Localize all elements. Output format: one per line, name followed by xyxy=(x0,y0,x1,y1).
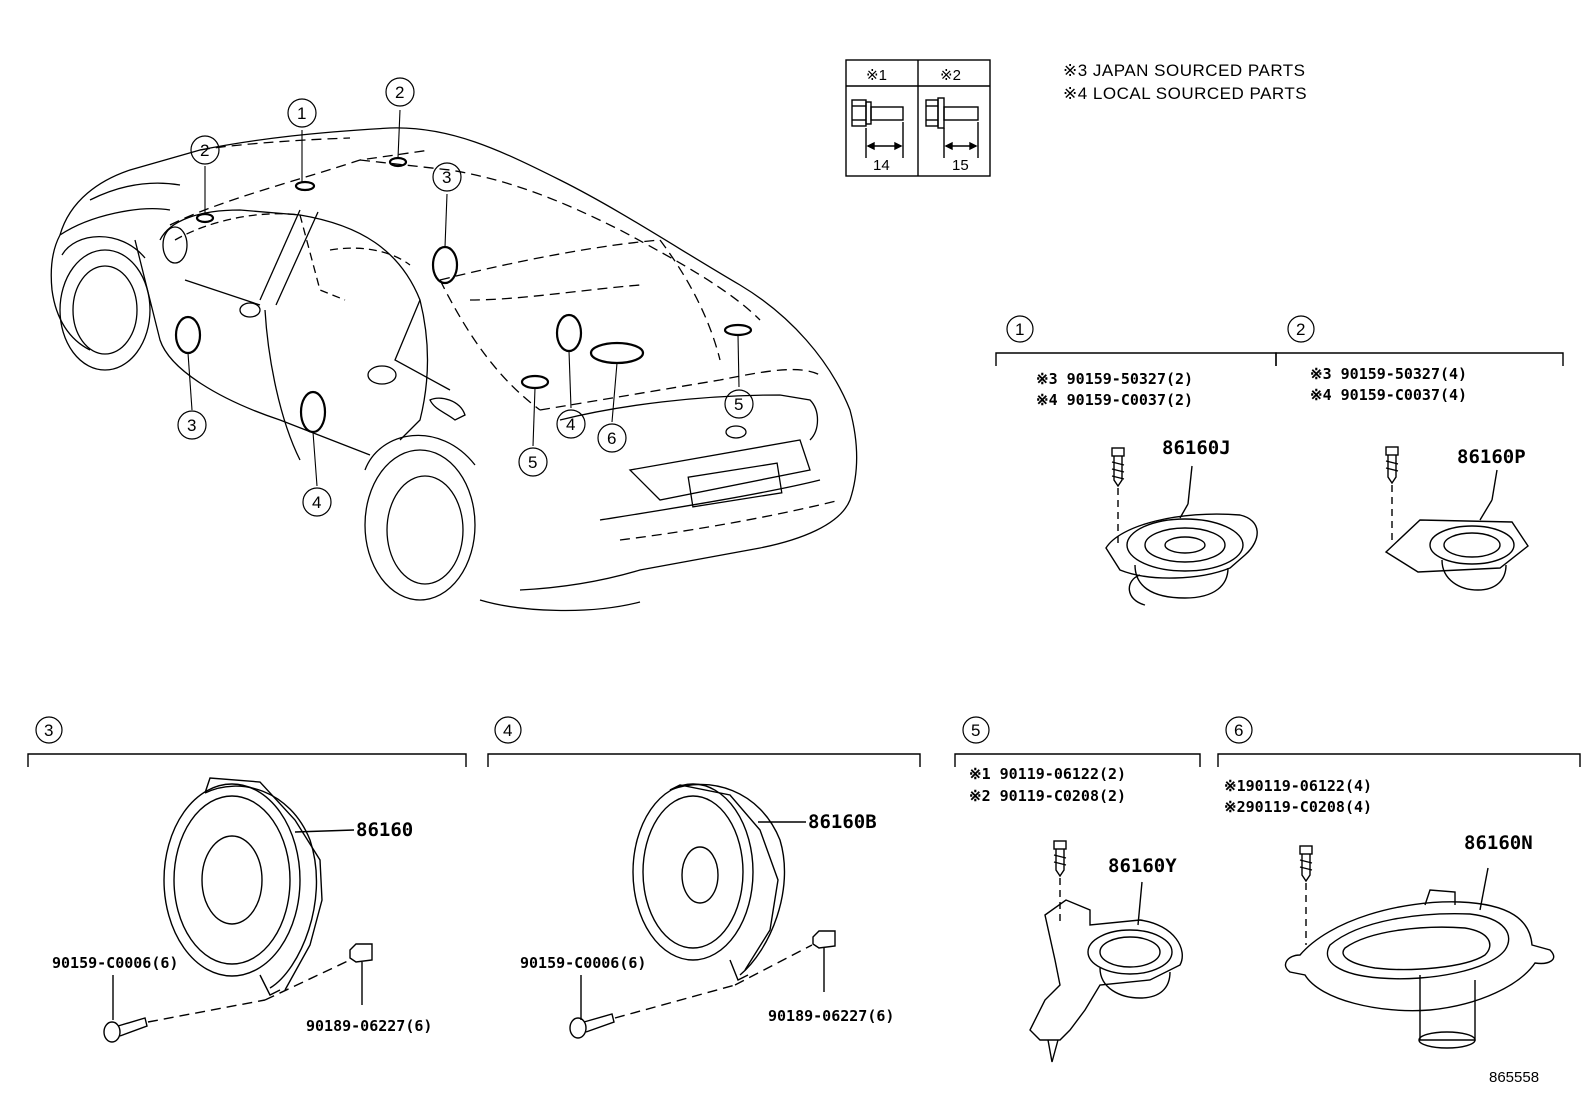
screw-icon xyxy=(1053,840,1067,925)
bolt-legend-mark-2: ※2 xyxy=(940,67,961,84)
bolt-length-1: 14 xyxy=(873,157,890,174)
section-5: 5 ※1 90119-06122(2) ※2 90119-C0208(2) 86… xyxy=(954,716,1201,1063)
bracket-speaker-icon xyxy=(1029,881,1183,1063)
callout-number: 1 xyxy=(297,104,306,123)
section-2: 2 ※3 90159-50327(4) ※4 90159-C0037(4) 86… xyxy=(1275,315,1564,591)
section-3: 3 86160 90159-C0006(6) 90189-06227(6) xyxy=(27,716,467,1043)
callout-number: 6 xyxy=(607,429,616,448)
callout-number: 4 xyxy=(312,493,321,512)
door-speaker-icon xyxy=(632,783,806,981)
bolt-legend-mark-1: ※1 xyxy=(866,67,887,84)
callout-number: 3 xyxy=(442,168,451,187)
section-2-part-line-1: ※3 90159-50327(4) xyxy=(1310,365,1467,383)
bolt-length-2: 15 xyxy=(952,157,969,174)
callout-number: 2 xyxy=(200,141,209,160)
section-2-part-number: 86160P xyxy=(1457,446,1526,468)
oval-speaker-icon xyxy=(1284,867,1555,1049)
note-local-sourced: ※4 LOCAL SOURCED PARTS xyxy=(1063,84,1307,103)
section-3-part-number: 86160 xyxy=(356,819,413,841)
callout-number: 5 xyxy=(528,453,537,472)
clip-icon xyxy=(812,930,836,949)
section-number: 1 xyxy=(1015,320,1024,339)
section-4-screw-part: 90159-C0006(6) xyxy=(520,954,646,972)
tweeter-speaker-icon xyxy=(1384,469,1529,591)
bolt-icon xyxy=(925,97,979,158)
tweeter-speaker-icon xyxy=(1105,465,1258,606)
callout-number: 3 xyxy=(187,416,196,435)
section-1-part-number: 86160J xyxy=(1162,437,1231,459)
screw-icon xyxy=(103,1017,148,1043)
speaker-location-markers xyxy=(174,156,753,434)
bolt-legend-table: ※1 ※2 14 15 xyxy=(845,59,991,177)
car-callouts: 1 2 2 3 3 4 4 5 5 6 xyxy=(177,77,754,517)
section-number: 2 xyxy=(1296,320,1305,339)
callout-number: 5 xyxy=(734,395,743,414)
screw-icon xyxy=(1299,845,1313,945)
callout-number: 2 xyxy=(395,83,404,102)
door-speaker-icon xyxy=(163,777,355,996)
bolt-icon xyxy=(851,99,904,158)
section-1-part-line-1: ※3 90159-50327(2) xyxy=(1036,370,1193,388)
section-5-part-number: 86160Y xyxy=(1108,855,1177,877)
section-5-part-line-2: ※2 90119-C0208(2) xyxy=(969,787,1126,805)
section-number: 3 xyxy=(44,721,53,740)
section-5-part-line-1: ※1 90119-06122(2) xyxy=(969,765,1126,783)
screw-icon xyxy=(569,1013,615,1039)
section-number: 6 xyxy=(1234,721,1243,740)
section-3-clip-part: 90189-06227(6) xyxy=(306,1017,432,1035)
section-6: 6 ※190119-06122(4) ※290119-C0208(4) 8616… xyxy=(1217,716,1581,1049)
callout-number: 4 xyxy=(566,415,575,434)
section-3-screw-part: 90159-C0006(6) xyxy=(52,954,178,972)
section-6-part-line-2: ※290119-C0208(4) xyxy=(1224,798,1372,816)
car-outline-illustration xyxy=(50,127,858,612)
section-4-part-number: 86160B xyxy=(808,811,877,833)
section-4: 4 86160B 90159-C0006(6) 90189-06227(6) xyxy=(487,716,921,1039)
clip-icon xyxy=(349,943,373,963)
section-1: 1 ※3 90159-50327(2) ※4 90159-C0037(2) 86… xyxy=(995,315,1277,606)
section-number: 4 xyxy=(503,721,512,740)
section-6-part-number: 86160N xyxy=(1464,832,1533,854)
section-4-clip-part: 90189-06227(6) xyxy=(768,1007,894,1025)
screw-icon xyxy=(1385,446,1399,540)
callout-leaders xyxy=(187,109,740,487)
figure-id: 865558 xyxy=(1489,1069,1539,1086)
section-6-part-line-1: ※190119-06122(4) xyxy=(1224,777,1372,795)
note-japan-sourced: ※3 JAPAN SOURCED PARTS xyxy=(1063,61,1306,80)
screw-icon xyxy=(1111,447,1125,548)
section-number: 5 xyxy=(971,721,980,740)
section-1-part-line-2: ※4 90159-C0037(2) xyxy=(1036,391,1193,409)
section-2-part-line-2: ※4 90159-C0037(4) xyxy=(1310,386,1467,404)
